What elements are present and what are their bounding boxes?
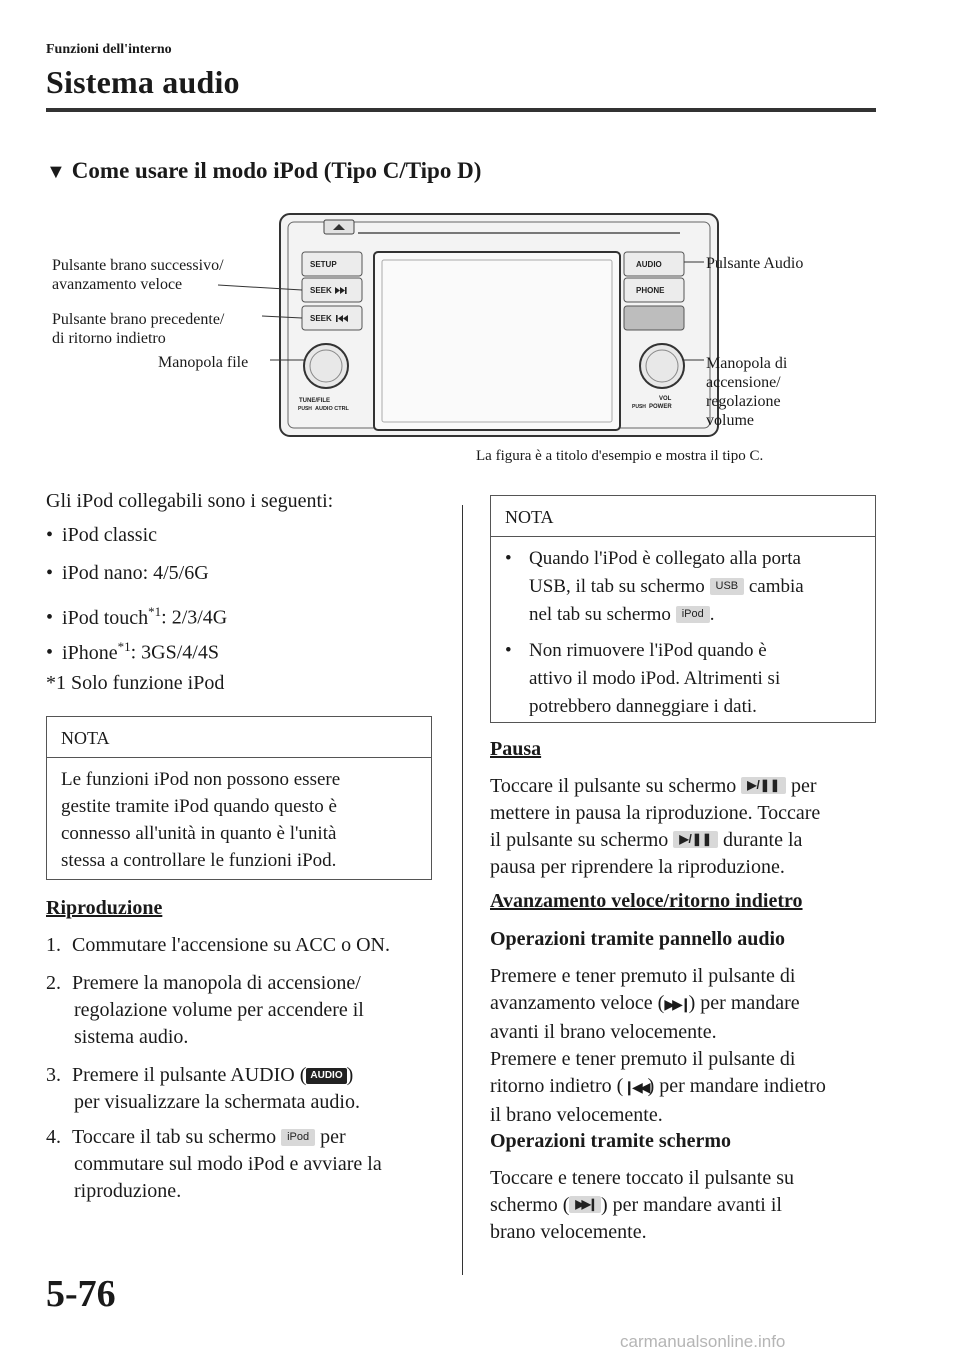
eject-icon	[333, 224, 345, 230]
step-3: 3. Premere il pulsante AUDIO (AUDIO) per…	[46, 1064, 360, 1113]
device-item: • iPod touch*1: 2/3/4G	[46, 604, 228, 629]
label-prev-track: Pulsante brano precedente/di ritorno ind…	[52, 311, 225, 347]
display-screen	[373, 251, 621, 431]
screen-text: Toccare e tenere toccato il pulsante su …	[490, 1167, 795, 1243]
file-knob	[303, 343, 349, 389]
op-screen-title: Operazioni tramite schermo	[490, 1130, 732, 1152]
tune-sub-push: PUSH	[298, 406, 312, 412]
device-item: • iPod nano: 4/5/6G	[46, 562, 209, 584]
label-file-knob: Manopola file	[158, 354, 249, 371]
section-title: Sistema audio	[46, 64, 240, 100]
vol-sub: POWER	[649, 404, 672, 410]
avanzamento-title: Avanzamento veloce/ritorno indietro	[490, 890, 803, 912]
fast-forward-screen-icon: ▶▶❙	[569, 1196, 601, 1213]
header-rule	[46, 108, 876, 112]
label-audio-button: Pulsante Audio	[706, 255, 804, 272]
panel-text: Premere e tener premuto il pulsante di a…	[490, 965, 826, 1126]
step-2: 2. Premere la manopola di accensione/ re…	[46, 972, 364, 1048]
usb-tab-icon: USB	[709, 578, 745, 595]
play-pause-icon: ▶/❚❚	[741, 777, 786, 794]
rewind-icon: ❙◀◀	[623, 1081, 650, 1096]
audio-button	[623, 251, 685, 277]
vol-sub-push: PUSH	[632, 404, 646, 410]
blank-button	[623, 305, 685, 331]
page-number: 5-76	[46, 1273, 116, 1315]
pausa-text: Toccare il pulsante su schermo ▶/❚❚ per …	[490, 775, 821, 878]
display-inner	[381, 259, 613, 423]
nota-title: NOTA	[47, 717, 431, 758]
nota-box-right: NOTA • Quando l'iPod è collegato alla po…	[490, 495, 876, 723]
step-4: 4. Toccare il tab su schermo iPod per co…	[46, 1126, 382, 1202]
leader-prev	[261, 315, 303, 319]
compatible-intro: Gli iPod collegabili sono i seguenti:	[46, 490, 334, 512]
nota-box-left: NOTA Le funzioni iPod non possono essere…	[46, 716, 432, 880]
vol-label: VOL	[659, 396, 672, 402]
section-subtitle: Funzioni dell'interno	[46, 42, 172, 57]
column-divider	[462, 505, 463, 1275]
nota-title: NOTA	[491, 496, 875, 537]
prev-track-icon	[336, 315, 348, 322]
seek-next-label: SEEK	[310, 286, 332, 295]
ipod-tab-icon: iPod	[675, 606, 710, 623]
audio-key-icon: AUDIO	[306, 1068, 347, 1084]
setup-label: SETUP	[310, 260, 337, 269]
device-item: • iPhone*1: 3GS/4/4S	[46, 639, 219, 664]
figure-caption: La figura è a titolo d'esempio e mostra …	[476, 448, 764, 464]
power-volume-knob	[639, 343, 685, 389]
power-knob-ring	[645, 349, 679, 383]
label-next-track: Pulsante brano successivo/avanzamento ve…	[52, 257, 224, 293]
audio-label: AUDIO	[636, 260, 662, 269]
next-track-icon	[335, 287, 347, 294]
triangle-down-icon: ▼	[46, 161, 66, 183]
nota-bullets: • Quando l'iPod è collegato alla porta U…	[491, 537, 875, 721]
step-1: 1. Commutare l'accensione su ACC o ON.	[46, 934, 390, 956]
op-panel-title: Operazioni tramite pannello audio	[490, 928, 785, 950]
riproduzione-title: Riproduzione	[46, 897, 163, 919]
tune-sub: AUDIO CTRL	[315, 406, 350, 412]
watermark: carmanualsonline.info	[620, 1332, 786, 1351]
play-pause-icon: ▶/❚❚	[673, 831, 718, 848]
phone-button	[623, 277, 685, 303]
page-heading: ▼Come usare il modo iPod (Tipo C/Tipo D)	[46, 158, 482, 183]
file-knob-ring	[309, 349, 343, 383]
fast-forward-icon: ▶▶❙	[664, 998, 691, 1013]
device-item: • iPod classic	[46, 524, 158, 546]
ipod-tab-icon: iPod	[281, 1129, 316, 1146]
nota-bullet-1: • Quando l'iPod è collegato alla porta U…	[505, 548, 804, 625]
tune-label: TUNE/FILE	[299, 398, 330, 404]
footnote: *1 Solo funzione iPod	[46, 672, 225, 694]
leader-next	[217, 284, 303, 291]
setup-button	[301, 251, 363, 277]
seek-prev-label: SEEK	[310, 314, 332, 323]
phone-label: PHONE	[636, 286, 665, 295]
pausa-title: Pausa	[490, 738, 542, 760]
audio-unit-figure: SETUP SEEK SEEK TUNE/FILE PUSH AUDIO CTR…	[217, 213, 719, 437]
